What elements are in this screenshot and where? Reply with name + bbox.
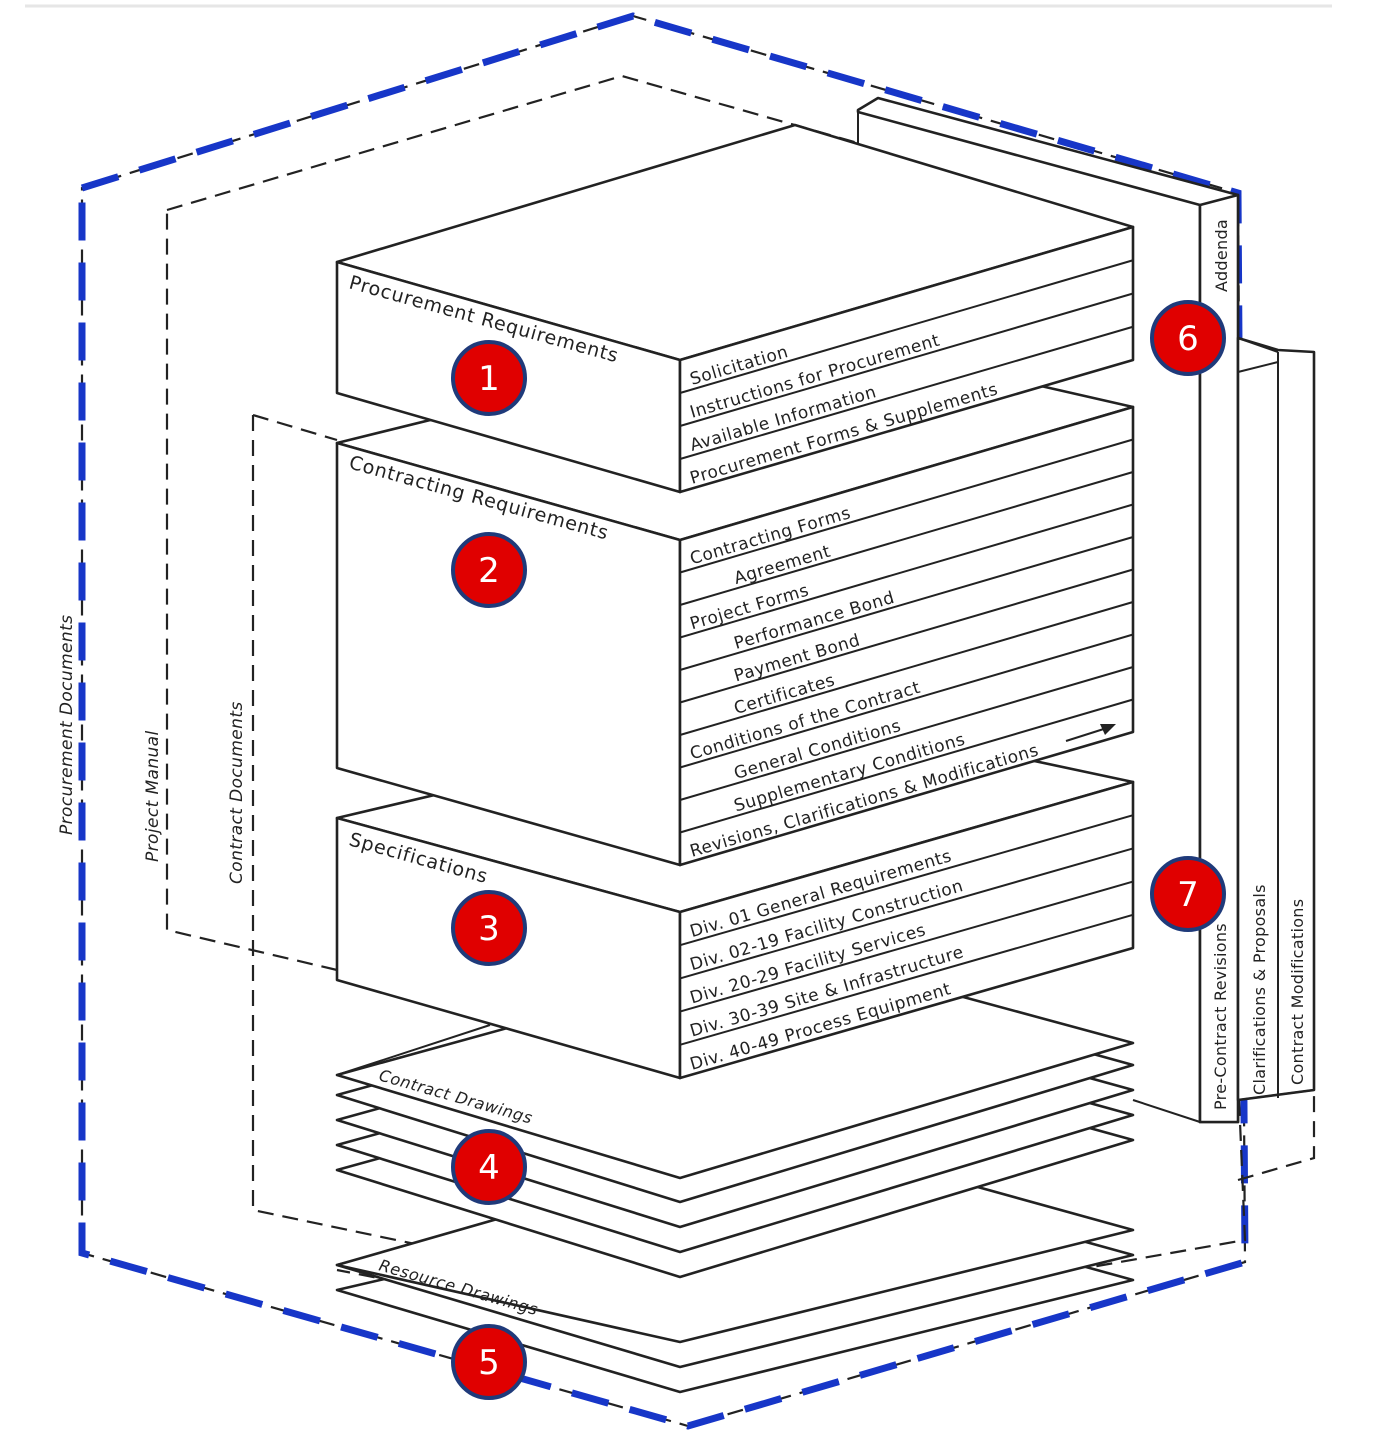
badge-2: 2: [451, 532, 527, 608]
contract-documents-label: Contract Documents: [227, 701, 247, 884]
procurement-requirements-block: [335, 123, 1135, 494]
badge-number: 2: [478, 551, 500, 591]
badge-6: 6: [1150, 300, 1226, 376]
addenda-label: Addenda: [1212, 219, 1231, 292]
contracting-row-divider: [679, 568, 1134, 704]
badge-number: 3: [478, 909, 500, 949]
project-manual-label: Project Manual: [143, 730, 163, 862]
procurement-row-divider: [679, 325, 1134, 460]
procurement-row-divider: [679, 292, 1134, 427]
arrow-icon: [1065, 724, 1116, 742]
badge-number: 5: [478, 1343, 500, 1383]
contracting-row-divider: [679, 536, 1134, 671]
contracting-row-divider: [679, 666, 1134, 801]
contract-documents-boundary: [251, 413, 1316, 1247]
specifications-row-divider: [679, 913, 1134, 1046]
contracting-row-divider: [679, 633, 1134, 769]
specifications-row-divider: [679, 880, 1134, 1013]
badge-number: 1: [478, 359, 500, 399]
pre-contract-revisions-label: Pre-Contract Revisions: [1211, 923, 1230, 1110]
contract-modifications-label: Contract Modifications: [1288, 899, 1307, 1085]
badge-4: 4: [451, 1129, 527, 1205]
badge-number: 6: [1177, 319, 1199, 359]
contracting-row-divider: [679, 438, 1134, 574]
badge-7: 7: [1150, 856, 1226, 932]
vertical-panels: [856, 96, 1316, 1124]
contracting-row-divider: [679, 601, 1134, 736]
procurement-documents-label: Procurement Documents: [57, 615, 77, 835]
specifications-row-divider: [679, 847, 1134, 980]
badge-number: 7: [1177, 875, 1199, 915]
contract-drawings-stack: [335, 948, 1135, 1279]
badge-number: 4: [478, 1148, 500, 1188]
contracting-row-divider: [679, 698, 1134, 834]
badge-5: 5: [451, 1324, 527, 1400]
badge-3: 3: [451, 890, 527, 966]
procurement-row-divider: [679, 259, 1134, 394]
badge-1: 1: [451, 340, 527, 416]
contracting-row-divider: [679, 471, 1134, 606]
procurement-documents-boundary: [78, 12, 1249, 1430]
contracting-row-divider: [679, 503, 1134, 639]
specifications-row-divider: [679, 814, 1134, 947]
clarifications-proposals-label: Clarifications & Proposals: [1250, 884, 1269, 1095]
